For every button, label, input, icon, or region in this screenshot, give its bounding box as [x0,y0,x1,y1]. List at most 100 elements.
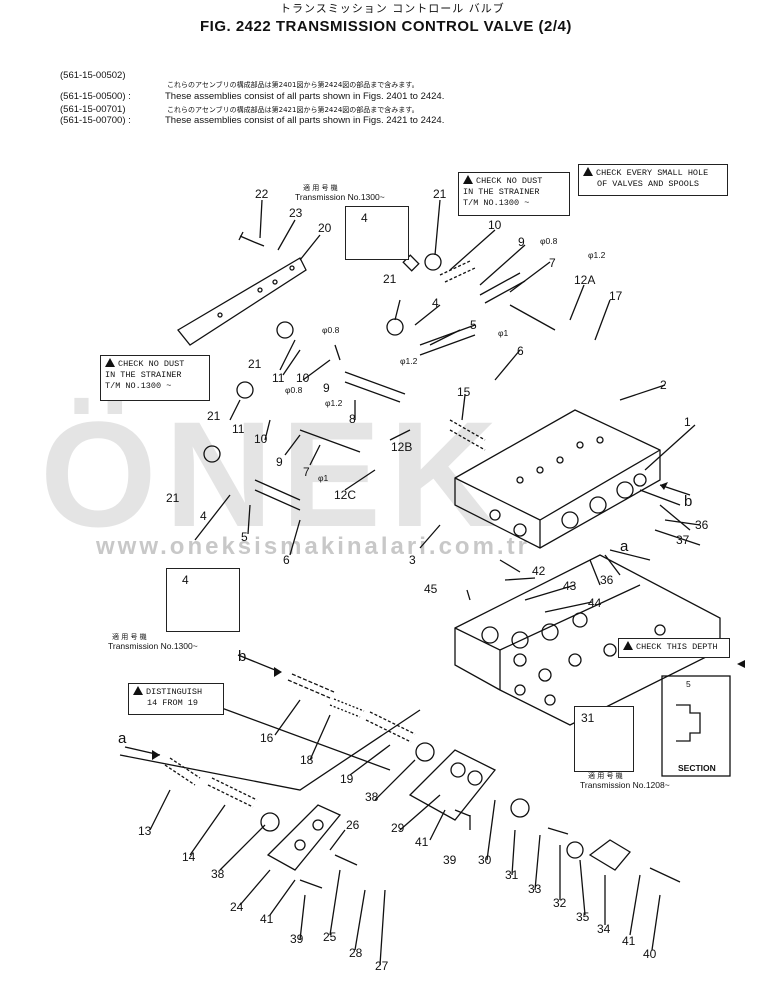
inset-part-31 [574,706,634,772]
part-label: 10 [296,371,310,385]
part-label: 33 [528,882,542,896]
part-label: 10 [488,218,502,232]
part-label: 31 [581,711,595,725]
part-label: 29 [391,821,405,835]
diameter-label: φ0.8 [285,385,303,395]
figure-title: FIG. 2422 TRANSMISSION CONTROL VALVE (2/… [200,18,572,35]
flow-label-b: b [684,493,693,510]
serial-note-bottom: Transmission No.1208~ [580,780,670,790]
part-label: 5 [241,530,248,544]
part-label: 36 [600,573,614,587]
diameter-label: φ0.8 [322,325,340,335]
part-label: 22 [255,187,269,201]
part-label: 30 [478,853,492,867]
part-label: 5 [470,318,477,332]
callout-text: IN THE STRAINER [463,187,540,197]
flow-label-b: b [238,648,247,665]
part-label: 40 [643,947,657,961]
part-label: 7 [549,256,556,270]
part-label: 25 [323,930,337,944]
part-label: 4 [361,211,368,225]
inset-part-4-left [166,568,240,632]
part-label: 31 [505,868,519,882]
serial-jp-label: 適 用 号 機 [112,633,147,641]
part-label: 35 [576,910,590,924]
warning-icon [105,358,115,367]
part-label: 9 [276,455,283,469]
part-label: 4 [200,509,207,523]
part-label: 45 [424,582,438,596]
note-japanese: これらのアセンブリの構成部品は第2401図から第2424図の部品まで含みます。 [167,81,419,89]
part-label: 36 [695,518,709,532]
callout-text: CHECK NO DUST [476,176,543,186]
part-label: 39 [290,932,304,946]
warning-icon [463,175,473,184]
note-japanese: これらのアセンブリの構成部品は第2421図から第2424図の部品まで含みます。 [167,106,419,114]
part-label: 15 [457,385,471,399]
part-label: 7 [303,465,310,479]
part-label: 18 [300,753,314,767]
part-label: 42 [532,564,546,578]
part-label: 3 [409,553,416,567]
callout-text: CHECK THIS DEPTH [636,642,718,652]
serial-note-mid: Transmission No.1300~ [108,641,198,651]
part-label: 8 [349,412,356,426]
part-label: 24 [230,900,244,914]
part-number-note: (561-15-00701) [60,104,126,115]
callout-check-small-hole: CHECK EVERY SMALL HOLE OF VALVES AND SPO… [578,164,728,196]
part-label: 16 [260,731,274,745]
part-label: 4 [182,573,189,587]
callout-distinguish: DISTINGUISH 14 FROM 19 [128,683,224,715]
diameter-label: φ1.2 [588,250,606,260]
diameter-label: φ1.2 [325,398,343,408]
warning-icon [583,167,593,176]
part-label: 12B [391,440,413,454]
callout-text: T/M NO.1300 ~ [463,198,530,208]
japanese-title: トランスミッション コントロール バルブ [280,2,505,15]
diameter-label: φ1 [498,328,509,338]
part-label: 12C [334,488,357,502]
part-label: 10 [254,432,268,446]
part-label: 14 [182,850,196,864]
callout-text: 14 FROM 19 [147,698,199,708]
serial-note-top: Transmission No.1300~ [295,192,385,202]
dimension-label: 5 [686,679,691,689]
part-label: 17 [609,289,623,303]
part-label: 2 [660,378,667,392]
part-label: 21 [207,409,221,423]
part-label: 41 [260,912,274,926]
part-number-note: (561-15-00500) : [60,91,131,102]
part-label: 32 [553,896,567,910]
diameter-label: φ0.8 [540,236,558,246]
flow-label-a: a [118,730,127,747]
callout-text: IN THE STRAINER [105,370,182,380]
part-label: 41 [622,934,636,948]
flow-label-a: a [620,538,629,555]
part-label: 21 [248,357,262,371]
part-label: 12A [574,273,596,287]
callout-check-strainer-top: CHECK NO DUST IN THE STRAINER T/M NO.130… [458,172,570,216]
inset-part-4-top [345,206,409,260]
part-number-note: (561-15-00700) : [60,115,131,126]
part-label: 23 [289,206,303,220]
part-label: 34 [597,922,611,936]
part-label: 26 [346,818,360,832]
warning-icon [623,641,633,650]
part-label: 21 [166,491,180,505]
serial-jp-label: 適 用 号 機 [588,772,623,780]
warning-icon [133,686,143,695]
part-label: 11 [232,422,245,436]
part-label: 43 [563,579,577,593]
callout-text: T/M NO.1300 ~ [105,381,172,391]
watermark-brand: ÖNEK [40,390,506,558]
diameter-label: φ1.2 [400,356,418,366]
callout-text: CHECK EVERY SMALL HOLE [596,168,709,178]
callout-check-strainer-left: CHECK NO DUST IN THE STRAINER T/M NO.130… [100,355,210,401]
part-label: 44 [588,596,602,610]
watermark-url: www.oneksismakinalari.com.tr [96,533,530,560]
serial-jp-label: 適 用 号 機 [303,184,338,192]
part-label: 39 [443,853,457,867]
callout-text: OF VALVES AND SPOOLS [597,179,700,189]
part-label: 9 [323,381,330,395]
